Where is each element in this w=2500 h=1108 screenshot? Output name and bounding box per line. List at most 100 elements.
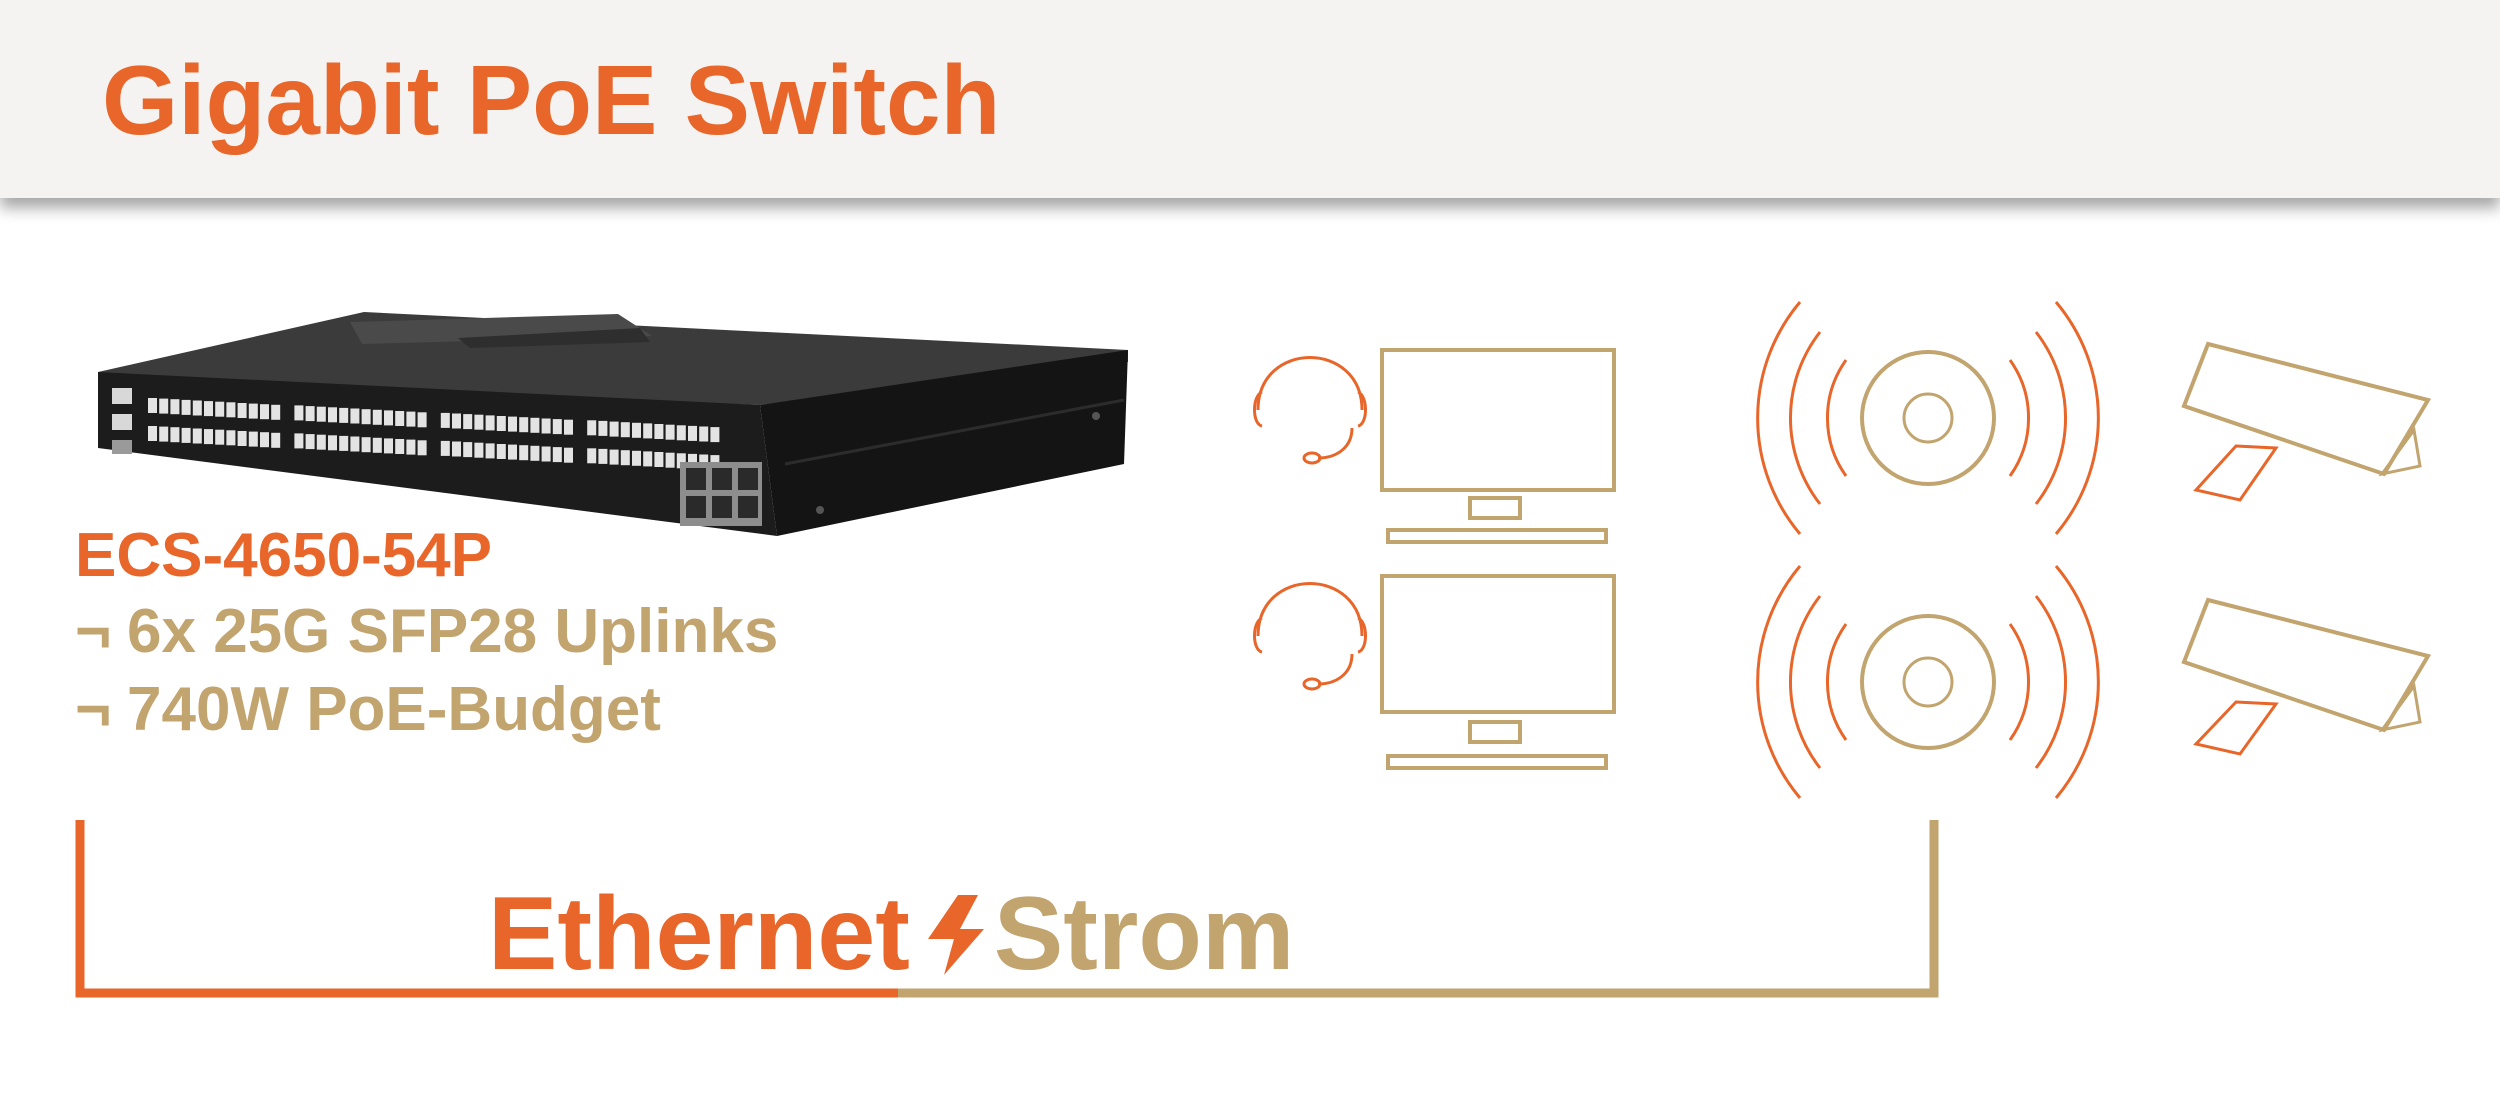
rj45-port (204, 401, 213, 417)
rj45-port (271, 404, 281, 420)
rj45-port (609, 421, 619, 437)
security-camera-icon (2181, 597, 2432, 756)
rj45-port (452, 413, 461, 429)
rj45-port (452, 441, 461, 457)
rj45-port (237, 403, 247, 418)
rj45-port (294, 433, 304, 449)
rj45-port (316, 434, 326, 450)
rj45-port (181, 427, 191, 443)
rj45-port (643, 423, 653, 439)
rj45-port (474, 414, 484, 430)
rj45-port (609, 449, 619, 465)
rj45-port (417, 412, 427, 428)
rj45-port (384, 438, 393, 454)
rj45-port (406, 411, 416, 427)
rj45-port (598, 420, 608, 436)
headset-icon (1253, 356, 1367, 465)
speaker-icon (1756, 301, 2100, 535)
rj45-port (294, 405, 304, 421)
rj45-port (248, 431, 258, 447)
rj45-port (710, 427, 720, 443)
rj45-port (665, 424, 675, 440)
security-camera-icon (2181, 341, 2432, 502)
rj45-port (328, 407, 337, 423)
rj45-port (440, 412, 450, 428)
rj45-port (372, 409, 382, 425)
rj45-port (305, 434, 315, 450)
rj45-port (260, 404, 269, 420)
rj45-port-grid (148, 398, 720, 471)
rj45-port (620, 422, 630, 438)
page-title: Gigabit PoE Switch (102, 45, 1001, 155)
feature-bullet: ¬ (75, 597, 112, 666)
rj45-port (654, 452, 664, 467)
rj45-port (417, 440, 427, 456)
rj45-port (170, 427, 180, 443)
rj45-port (215, 429, 225, 445)
rj45-port (654, 424, 664, 439)
rj45-port (519, 445, 529, 461)
rj45-port (485, 443, 495, 459)
lightning-bolt-icon (927, 895, 984, 975)
rj45-port (665, 452, 675, 468)
rj45-port (485, 415, 495, 431)
rj45-port (598, 448, 608, 464)
rj45-port (587, 420, 597, 436)
rj45-port (170, 399, 180, 415)
connection-label: Ethernet Strom (488, 874, 1294, 994)
rj45-port (508, 416, 517, 432)
rj45-port (508, 444, 517, 460)
monitor-icon (1380, 574, 1616, 770)
feature-text: 740W PoE-Budget (127, 675, 661, 744)
product-model: ECS-4650-54P (75, 521, 493, 590)
rj45-port (440, 440, 450, 456)
rj45-port (552, 419, 562, 435)
monitor-icon (1380, 348, 1616, 544)
rj45-port (226, 402, 236, 418)
rj45-port (148, 426, 157, 441)
rj45-port (226, 430, 236, 446)
rj45-port (271, 432, 281, 448)
speaker-icon (1756, 565, 2100, 799)
rj45-port (260, 432, 269, 448)
rj45-port (541, 446, 551, 462)
rj45-port (406, 439, 416, 455)
rj45-port (530, 445, 540, 461)
rj45-port (350, 408, 360, 424)
rj45-port (328, 435, 337, 451)
rj45-port (361, 409, 371, 425)
rj45-port (530, 417, 540, 433)
rj45-port (395, 439, 405, 454)
rj45-port (564, 447, 573, 463)
sfp-cages (680, 462, 762, 526)
feature-poe-budget: ¬740W PoE-Budget (75, 670, 661, 750)
rj45-port (248, 403, 258, 419)
rj45-port (564, 419, 573, 435)
rj45-port (496, 444, 506, 459)
rj45-port (632, 422, 641, 438)
headset-icon (1253, 582, 1367, 691)
rj45-port (395, 411, 405, 426)
rj45-port (688, 453, 697, 469)
header-band: Gigabit PoE Switch (0, 0, 2500, 198)
rj45-port (339, 435, 349, 451)
rj45-port (384, 410, 393, 426)
rj45-port (361, 437, 371, 453)
rj45-port (463, 414, 473, 430)
rj45-port (643, 451, 653, 467)
feature-uplinks: ¬6x 25G SFP28 Uplinks (75, 592, 778, 672)
rj45-port (305, 406, 315, 422)
rj45-port (339, 407, 349, 423)
rj45-port (552, 447, 562, 463)
rj45-port (519, 417, 529, 433)
rj45-port (676, 453, 686, 469)
rj45-port (159, 398, 169, 414)
rj45-port (632, 450, 641, 466)
rj45-port (620, 450, 630, 466)
rj45-port (699, 426, 709, 442)
rj45-port (148, 398, 157, 413)
feature-text: 6x 25G SFP28 Uplinks (127, 597, 779, 666)
rj45-port (474, 442, 484, 458)
